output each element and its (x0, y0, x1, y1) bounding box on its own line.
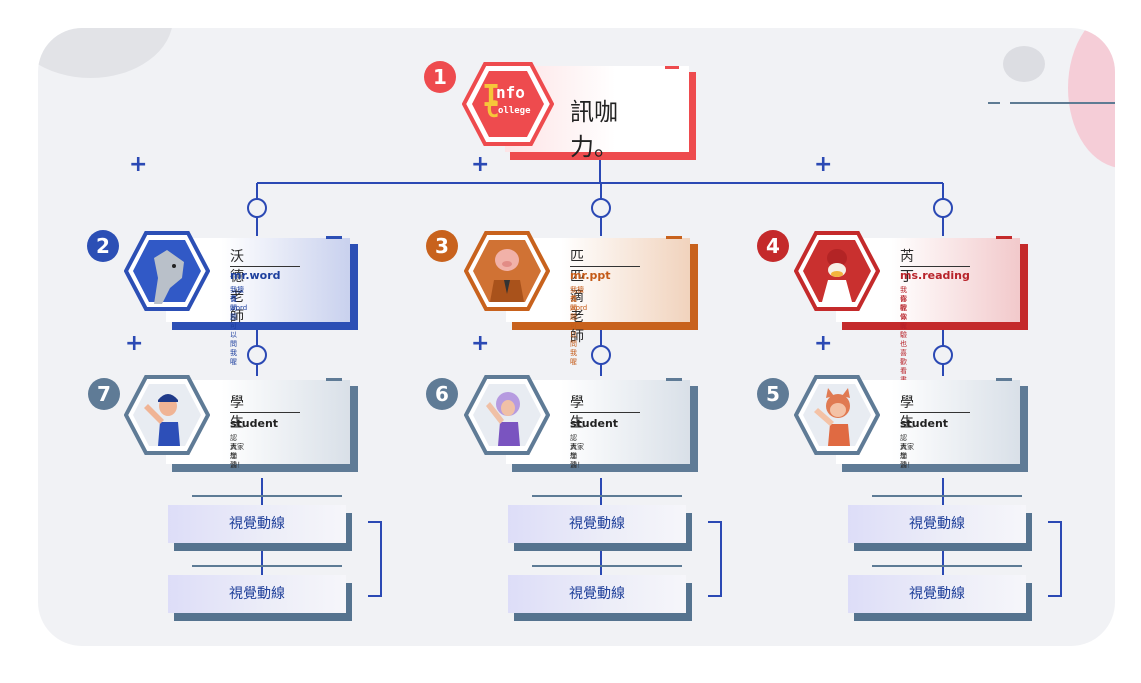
name-underline (900, 412, 970, 413)
name-underline (230, 266, 300, 267)
student-desc-2: 大家加油！ (570, 443, 584, 469)
plus-icon: + (125, 331, 144, 356)
logo-line-2: ollege (498, 106, 531, 116)
card-accent (666, 378, 682, 381)
plus-icon: + (471, 152, 490, 177)
teacher-sub: ms.reading (900, 269, 970, 282)
visual-flow-label: 視覺動線 (569, 586, 625, 602)
name-underline (900, 266, 970, 267)
teacher-sub: mr.word (230, 269, 281, 282)
name-underline (230, 412, 300, 413)
box-face (168, 505, 346, 543)
teacher-desc-1: 我擅長word (570, 286, 588, 312)
box-face (508, 505, 686, 543)
card-accent (666, 236, 682, 239)
name-underline (570, 412, 640, 413)
decor-circle-small-grey (1003, 46, 1045, 82)
student-desc-1: 認真學習 (230, 434, 237, 469)
avatar-hexagon (794, 375, 880, 455)
student-name: 學生 (900, 395, 914, 431)
name-underline (570, 266, 640, 267)
student-sub: student (570, 417, 619, 430)
root-card-accent (665, 66, 679, 69)
badge-5: 5 (757, 378, 789, 410)
card-accent (996, 236, 1012, 239)
avatar-hexagon (124, 375, 210, 455)
visual-flow-box-top: 視覺動線 (848, 495, 1032, 551)
box-face (168, 575, 346, 613)
root-title: 訊咖力。 (570, 98, 618, 161)
visual-flow-label: 視覺動線 (229, 516, 285, 532)
box-top-line (872, 565, 1022, 567)
avatar-hexagon (464, 375, 550, 455)
card-accent (326, 378, 342, 381)
visual-flow-box-bottom: 視覺動線 (848, 565, 1032, 621)
teacher-desc-2: 你呢你呢 (900, 295, 907, 330)
plus-icon: + (129, 152, 148, 177)
card-accent (326, 236, 342, 239)
teacher-name: 匹匹滴老師 (570, 249, 584, 345)
visual-flow-label: 視覺動線 (229, 586, 285, 602)
visual-flow-box-bottom: 視覺動線 (168, 565, 352, 621)
box-top-line (532, 495, 682, 497)
teacher-desc-1: 我擅長word (230, 286, 248, 312)
visual-flow-label: 視覺動線 (909, 586, 965, 602)
visual-flow-label: 視覺動線 (569, 516, 625, 532)
plus-icon: + (471, 331, 490, 356)
logo-letter-c: C (486, 98, 500, 123)
visual-flow-box-top: 視覺動線 (508, 495, 692, 551)
avatar-hexagon (464, 231, 550, 311)
visual-flow-label: 視覺動線 (909, 516, 965, 532)
teacher-desc-2: 有問題可以問我喔 (570, 295, 577, 366)
box-top-line (192, 495, 342, 497)
badge-6: 6 (426, 378, 458, 410)
student-sub: student (900, 417, 949, 430)
teacher-sub: mr.ppt (570, 269, 611, 282)
badge-2: 2 (87, 230, 119, 262)
teacher-desc-2: 有問題可以問我喔 (230, 295, 237, 366)
box-top-line (532, 565, 682, 567)
student-sub: student (230, 417, 279, 430)
badge-3: 3 (426, 230, 458, 262)
student-desc-1: 認真學習 (900, 434, 907, 469)
visual-flow-box-top: 視覺動線 (168, 495, 352, 551)
badge-1: 1 (424, 61, 456, 93)
box-face (848, 575, 1026, 613)
student-name: 學生 (230, 395, 244, 431)
avatar-hexagon (794, 231, 880, 311)
box-top-line (872, 495, 1022, 497)
card-accent (996, 378, 1012, 381)
logo-letter-i: I (482, 79, 501, 114)
badge-7: 7 (88, 378, 120, 410)
student-desc-2: 大家加油！ (230, 443, 244, 469)
info-college-logo: I nfo ollege C (478, 74, 540, 134)
avatar-hexagon (124, 231, 210, 311)
teacher-name: 沃德老師 (230, 249, 244, 325)
plus-icon: + (814, 331, 833, 356)
box-top-line (192, 565, 342, 567)
student-desc-2: 大家加油！ (900, 443, 914, 469)
student-name: 學生 (570, 395, 584, 431)
root-hexagon (462, 62, 554, 146)
plus-icon: + (814, 152, 833, 177)
logo-line-1: nfo (496, 83, 525, 102)
box-face (848, 505, 1026, 543)
visual-flow-box-bottom: 視覺動線 (508, 565, 692, 621)
student-desc-1: 認真學習 (570, 434, 577, 469)
box-face (508, 575, 686, 613)
teacher-name: 芮丁 (900, 249, 914, 285)
badge-4: 4 (757, 230, 789, 262)
